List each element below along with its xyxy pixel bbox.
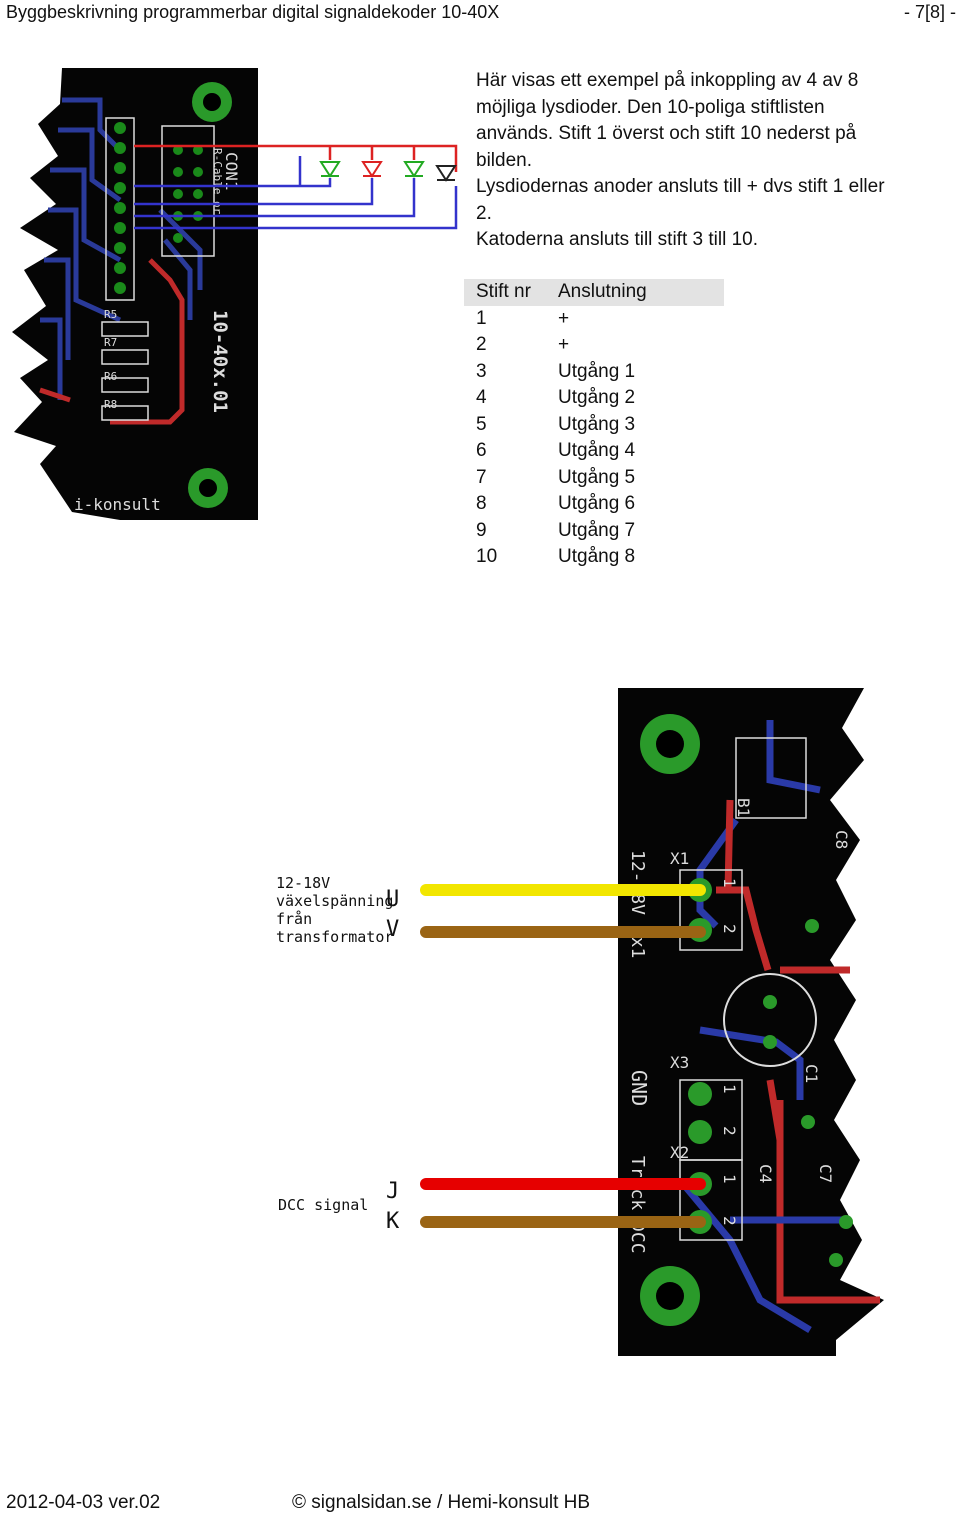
table-cell: 10 [476, 546, 498, 568]
table-cell: 1 [476, 307, 487, 329]
silk-c4: C4 [756, 1164, 775, 1183]
wire-v-label: V [386, 917, 399, 942]
table-row: 8 Utgång 6 [464, 491, 724, 518]
wires [420, 884, 706, 1228]
capacitor-outline [723, 973, 817, 1067]
terminal-block-x1 [679, 737, 807, 1241]
silk-pin-2: 2 [720, 924, 739, 934]
table-cell: 4 [476, 387, 487, 409]
table-row: 7 Utgång 5 [464, 465, 724, 492]
con1-footprint [161, 125, 215, 257]
silk-pin-1: 1 [720, 1174, 739, 1184]
table-cell: 5 [476, 413, 487, 435]
con1-sub-label: R-Cable or [211, 148, 224, 215]
silk-x2: X2 [670, 1143, 689, 1162]
resistor-label-r7: R7 [104, 336, 117, 349]
silk-pin-2: 2 [720, 1126, 739, 1136]
con1-label: CON1 [222, 152, 241, 191]
table-cell: + [558, 334, 570, 356]
table-cell: 7 [476, 466, 487, 488]
from-label: från [276, 910, 312, 928]
pcb-board-bottom [618, 688, 884, 1356]
led-2 [361, 161, 383, 178]
led-3 [403, 161, 425, 178]
table-row: 5 Utgång 3 [464, 412, 724, 439]
pin-header [105, 117, 135, 301]
table-row: 6 Utgång 4 [464, 438, 724, 465]
table-cell: Utgång 6 [558, 493, 636, 515]
description-paragraph: Katoderna ansluts till stift 3 till 10. [476, 229, 758, 250]
maker-label: i-konsult [74, 495, 161, 514]
table-cell: 8 [476, 493, 487, 515]
red-traces [39, 258, 185, 425]
silk-pin-1: 1 [720, 878, 739, 888]
table-cell: 2 [476, 334, 487, 356]
board-id-label: 10-40x.01 [209, 310, 231, 413]
silk-b1: B1 [734, 798, 753, 817]
silk-pin-1: 1 [720, 1084, 739, 1094]
led-wiring-diagram: CON1 R-Cable or 10-40x.01 R5 R7 R6 R8 i-… [12, 68, 458, 520]
led-wires [134, 144, 458, 230]
table-header-row: Stift nr Anslutning [464, 279, 724, 306]
table-cell: Utgång 5 [558, 466, 636, 488]
table-cell: Utgång 1 [558, 360, 636, 382]
page-number: - 7[8] - [903, 2, 956, 22]
footer-date: 2012-04-03 ver.02 [6, 1492, 161, 1513]
silk-vin: 12-18V vx1 [627, 850, 648, 958]
power-wiring-diagram: X1 X3 X2 12-18V vx1 GND Track DCC B1 C1 … [276, 688, 884, 1356]
table-row: 1+ [464, 306, 724, 333]
resistor-group [101, 321, 149, 421]
dcc-label: DCC signal [278, 1196, 368, 1214]
silk-gnd: GND [627, 1070, 651, 1106]
pcb-board-top [12, 68, 258, 520]
description-text: Här visas ett exempel på inkoppling av 4… [476, 68, 896, 254]
table-cell: Utgång 4 [558, 440, 636, 462]
table-row: 10 Utgång 8 [464, 544, 724, 571]
resistor-label-r5: R5 [104, 308, 117, 321]
voltage-label: 12-18V [276, 874, 330, 892]
silk-c8: C8 [832, 830, 851, 849]
table-row: 4 Utgång 2 [464, 385, 724, 412]
table-cell: Utgång 2 [558, 387, 636, 409]
page-footer: 2012-04-03 ver.02 © signalsidan.se / Hem… [0, 1490, 960, 1516]
table-row: 3 Utgång 1 [464, 359, 724, 386]
resistor-label-r8: R8 [104, 398, 117, 411]
wire-j-label: J [386, 1179, 399, 1204]
table-cell: Utgång 7 [558, 519, 636, 541]
footer-copyright: © signalsidan.se / Hemi-konsult HB [292, 1492, 591, 1513]
table-header-cell: Anslutning [558, 281, 647, 303]
silk-c1: C1 [802, 1064, 821, 1083]
document-title: Byggbeskrivning programmerbar digital si… [6, 2, 500, 22]
description-paragraph: Lysdiodernas anoder ansluts till + dvs s… [476, 176, 885, 224]
table-row: 9 Utgång 7 [464, 518, 724, 545]
blue-traces [40, 97, 203, 400]
table-cell: 9 [476, 519, 487, 541]
ac-label: växelspänning [276, 892, 393, 910]
description-paragraph: Här visas ett exempel på inkoppling av 4… [476, 70, 859, 171]
table-cell: 6 [476, 440, 487, 462]
table-cell: Utgång 8 [558, 546, 636, 568]
silk-c7: C7 [816, 1164, 835, 1183]
table-header-cell: Stift nr [476, 281, 531, 303]
silk-track: Track DCC [627, 1156, 648, 1254]
resistor-label-r6: R6 [104, 370, 117, 383]
pcb-traces [677, 720, 880, 1334]
table-cell: Utgång 3 [558, 413, 636, 435]
transformer-label: transformator [276, 928, 393, 946]
table-row: 2+ [464, 332, 724, 359]
page-header: Byggbeskrivning programmerbar digital si… [0, 0, 960, 26]
led-4 [435, 165, 457, 182]
wire-k-label: K [386, 1209, 400, 1234]
led-1 [319, 161, 341, 178]
table-cell: + [558, 307, 570, 329]
silk-pin-2: 2 [720, 1216, 739, 1226]
silk-x1: X1 [670, 849, 689, 868]
silk-x3: X3 [670, 1053, 689, 1072]
table-cell: 3 [476, 360, 487, 382]
wire-u-label: U [386, 887, 399, 912]
